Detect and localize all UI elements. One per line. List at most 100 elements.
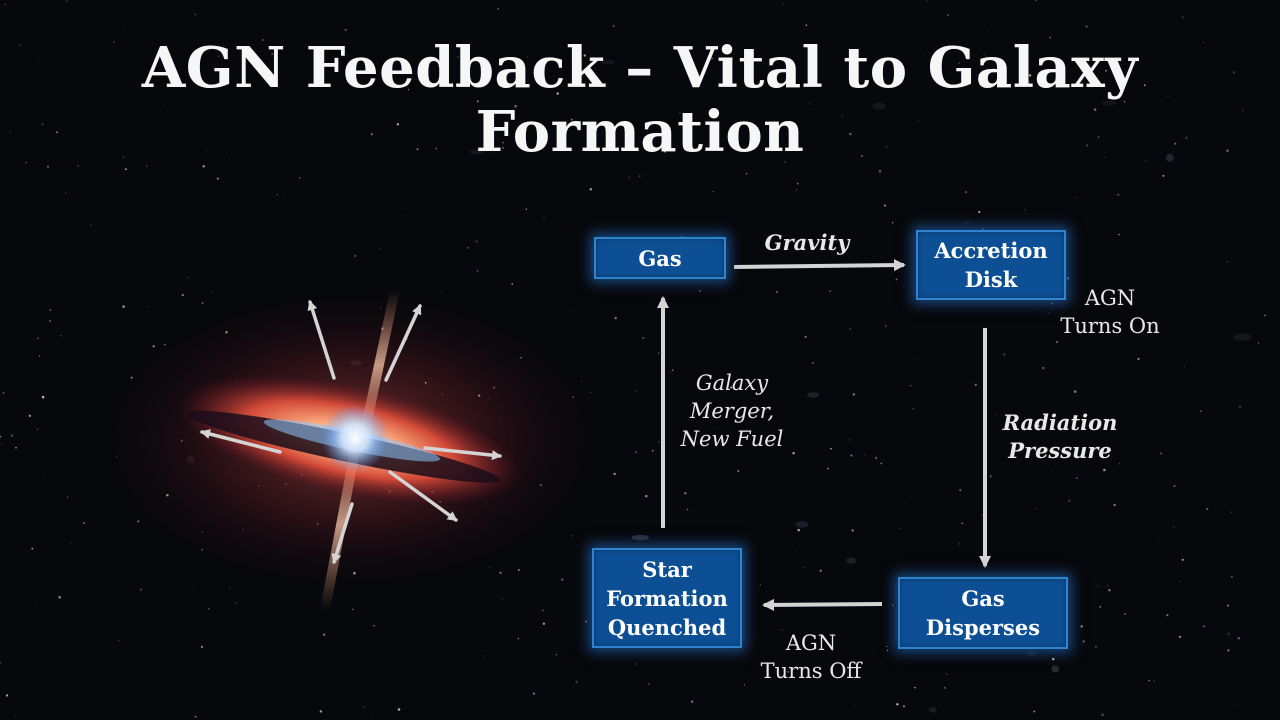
- star: [634, 451, 637, 454]
- star: [958, 62, 960, 64]
- star: [803, 566, 805, 568]
- star: [1258, 583, 1260, 585]
- star: [730, 386, 733, 389]
- star: [322, 633, 326, 636]
- star: [1028, 74, 1032, 77]
- star: [671, 369, 674, 372]
- star: [1173, 484, 1176, 488]
- star: [187, 276, 190, 279]
- star: [37, 58, 39, 60]
- star: [488, 566, 491, 568]
- star: [974, 383, 977, 386]
- star: [784, 161, 786, 163]
- star: [613, 472, 616, 476]
- star: [14, 714, 16, 716]
- star: [1227, 649, 1230, 652]
- star: [122, 28, 124, 29]
- star: [1105, 69, 1107, 72]
- star: [49, 320, 52, 322]
- star: [1178, 635, 1182, 639]
- star: [0, 662, 1, 664]
- distant-galaxy: [1233, 333, 1252, 341]
- star: [1066, 277, 1070, 280]
- star: [556, 92, 559, 95]
- star: [262, 39, 264, 41]
- star: [1082, 643, 1084, 645]
- star: [589, 391, 591, 393]
- star: [25, 161, 27, 164]
- star: [137, 520, 140, 523]
- star: [603, 688, 605, 690]
- star: [786, 670, 790, 673]
- star: [638, 175, 641, 178]
- star: [612, 25, 615, 28]
- star: [799, 543, 800, 545]
- distant-galaxy: [631, 534, 649, 541]
- star: [827, 467, 829, 470]
- star: [782, 3, 784, 5]
- star: [435, 147, 438, 150]
- star: [193, 589, 195, 591]
- star: [650, 302, 652, 304]
- star: [31, 547, 34, 550]
- star: [235, 602, 237, 604]
- star: [1239, 406, 1241, 408]
- star: [10, 434, 14, 437]
- star: [895, 125, 897, 127]
- star: [1241, 109, 1244, 112]
- star: [1097, 135, 1100, 139]
- star: [43, 478, 45, 479]
- star: [830, 447, 832, 450]
- star: [909, 385, 912, 387]
- star: [1185, 136, 1188, 139]
- star: [805, 24, 808, 26]
- star: [271, 53, 273, 55]
- star: [849, 328, 852, 330]
- star: [992, 68, 996, 71]
- star: [658, 352, 660, 354]
- star: [124, 168, 127, 171]
- star: [895, 510, 896, 511]
- star: [1093, 108, 1097, 111]
- star: [850, 454, 853, 457]
- star: [792, 452, 795, 455]
- star: [737, 469, 740, 473]
- star: [905, 569, 907, 570]
- star: [532, 692, 536, 695]
- distant-galaxy: [795, 521, 809, 528]
- star: [983, 686, 984, 688]
- star: [1174, 142, 1177, 145]
- star: [961, 522, 964, 525]
- star: [780, 629, 782, 630]
- title-line-2: Formation: [475, 99, 805, 165]
- star: [1264, 314, 1266, 317]
- star: [201, 302, 204, 305]
- star: [957, 542, 961, 546]
- star: [1105, 174, 1107, 176]
- star: [1055, 340, 1059, 344]
- star: [216, 177, 219, 180]
- star: [1241, 64, 1243, 65]
- star: [1049, 36, 1051, 39]
- star: [753, 126, 757, 129]
- star: [875, 456, 878, 460]
- star: [708, 445, 710, 447]
- star: [37, 337, 39, 340]
- star: [441, 290, 443, 292]
- star: [489, 152, 491, 154]
- star: [58, 596, 61, 599]
- star: [923, 53, 925, 55]
- star: [1160, 452, 1163, 455]
- star: [758, 408, 761, 411]
- star: [947, 14, 949, 16]
- star: [815, 663, 816, 665]
- star: [1124, 613, 1126, 615]
- star: [161, 54, 165, 58]
- star: [373, 625, 375, 627]
- star: [405, 208, 407, 210]
- star: [1, 443, 3, 445]
- label-radiation-pressure: Radiation Pressure: [1002, 410, 1118, 463]
- star: [140, 588, 143, 591]
- distant-galaxy: [469, 149, 485, 155]
